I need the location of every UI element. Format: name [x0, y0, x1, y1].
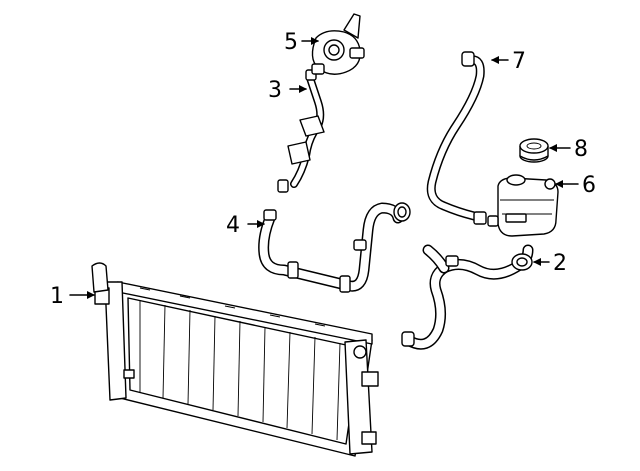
overflow-hose: [426, 51, 487, 225]
callout-4: 4: [226, 213, 240, 238]
pressure-cap: [519, 138, 549, 163]
callout-numbers: 1 2 3 4 5 6 7 8: [50, 30, 596, 309]
lower-hose: [401, 244, 534, 350]
callout-6: 6: [582, 173, 596, 198]
callout-1: 1: [50, 284, 64, 309]
auxiliary-water-pump: [311, 13, 365, 75]
coolant-pipe-bracket: [277, 69, 325, 193]
callout-8: 8: [574, 137, 588, 162]
coolant-expansion-tank: [487, 174, 559, 237]
callout-2: 2: [553, 251, 567, 276]
radiator: [91, 262, 379, 457]
callout-3: 3: [268, 78, 282, 103]
callout-5: 5: [284, 30, 298, 55]
callout-7: 7: [512, 49, 526, 74]
callout-leaders: [69, 37, 579, 299]
heater-hose: [258, 202, 411, 293]
